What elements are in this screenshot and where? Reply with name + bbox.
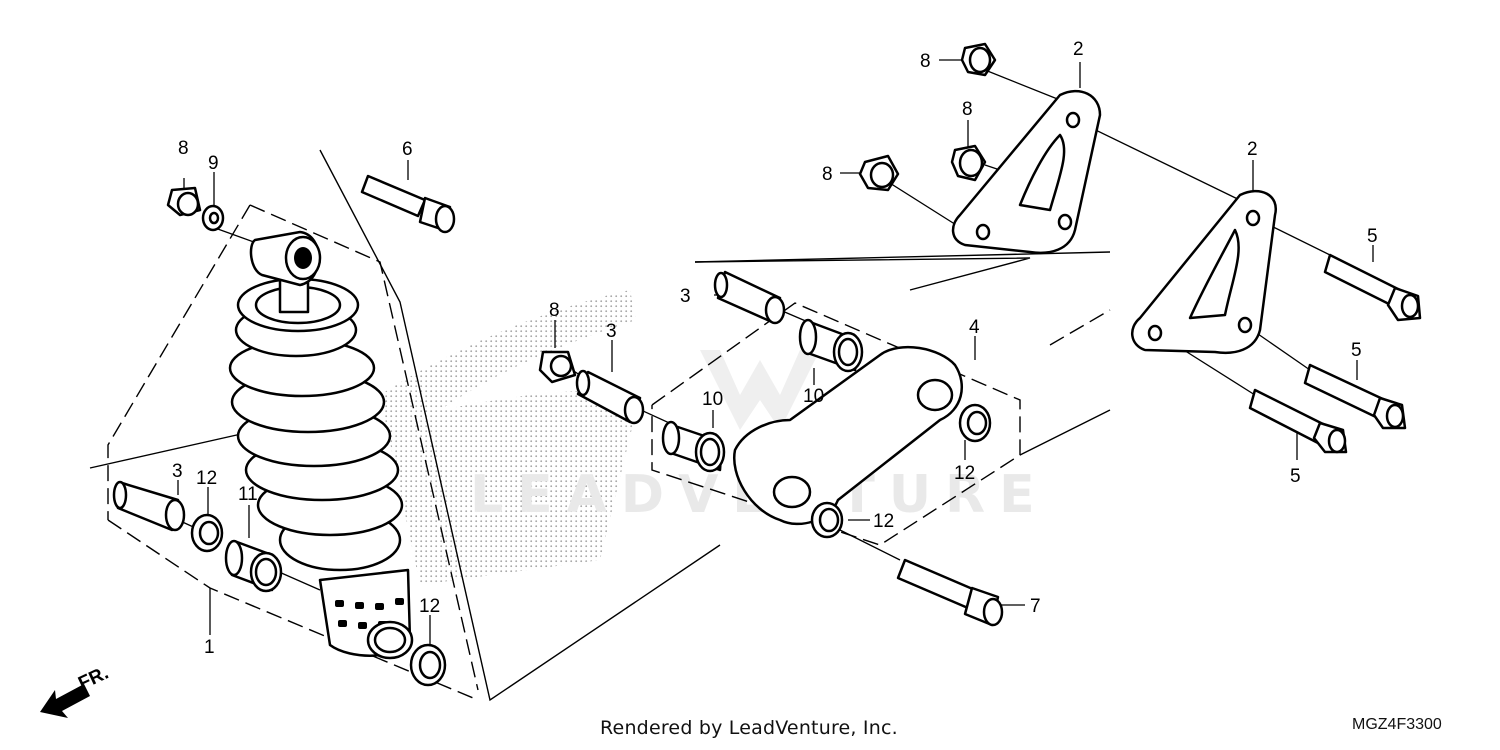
nut-8-center	[950, 144, 987, 182]
callout-3-upper: 3	[680, 286, 691, 307]
bearing-10-upper	[798, 318, 864, 373]
bolt-7	[896, 558, 1004, 627]
callout-3-left: 3	[172, 461, 183, 482]
seal-12-arm	[958, 403, 992, 443]
callout-2-rear: 2	[1073, 39, 1084, 60]
callout-5-middle: 5	[1351, 340, 1362, 361]
callout-4: 4	[969, 317, 980, 338]
washer-9	[201, 204, 225, 232]
plate-2-rear	[951, 89, 1102, 254]
callout-8-upper-left: 8	[822, 164, 833, 185]
watermark-wing	[380, 290, 640, 585]
shock-absorber	[228, 230, 414, 660]
callout-8-center: 8	[962, 99, 973, 120]
bearing-10-lower	[661, 420, 726, 473]
collar-3-upper	[713, 270, 786, 325]
callout-8-top: 8	[920, 51, 931, 72]
nut-8-middle	[538, 350, 577, 384]
render-credit: Rendered by LeadVenture, Inc.	[600, 717, 898, 739]
callout-12-left: 12	[196, 468, 217, 489]
seal-12-arm-lower	[810, 501, 844, 539]
collar-3-middle	[575, 369, 645, 425]
nut-8-top	[960, 42, 997, 77]
bolt-5-top	[1323, 253, 1422, 322]
callout-11: 11	[238, 484, 258, 505]
callout-8-left: 8	[178, 138, 189, 159]
bolt-5-middle	[1303, 363, 1407, 430]
callout-5-bottom: 5	[1290, 466, 1301, 487]
group-outlines	[89, 149, 1111, 702]
diagram-code: MGZ4F3300	[1352, 716, 1442, 733]
callout-12-arm: 12	[954, 463, 975, 484]
callout-9: 9	[208, 153, 219, 174]
seal-12-left	[190, 513, 224, 553]
nut-8-left	[166, 186, 202, 217]
callout-5-top: 5	[1367, 226, 1378, 247]
callout-12-arm-lower: 12	[873, 511, 894, 532]
front-direction-arrow: FR.	[40, 663, 112, 718]
callout-6: 6	[402, 139, 413, 160]
callout-1: 1	[204, 637, 215, 658]
bolt-6	[360, 174, 456, 234]
callout-2-front: 2	[1247, 139, 1258, 160]
link-arm-4	[732, 345, 964, 526]
callout-8-middle: 8	[549, 300, 560, 321]
collar-3-left	[112, 480, 186, 532]
plate-2-front	[1131, 189, 1278, 354]
callout-12-bottom: 12	[419, 596, 440, 617]
seal-12-bottom	[409, 643, 447, 687]
callout-7: 7	[1030, 596, 1041, 617]
callout-10-lower: 10	[702, 389, 723, 410]
callout-3-middle: 3	[606, 321, 617, 342]
nut-8-left-upper	[858, 154, 900, 192]
watermark: LEADVENTURE	[380, 290, 1035, 585]
bolt-5-bottom	[1248, 388, 1348, 454]
bearing-11	[224, 539, 283, 593]
callout-10-upper: 10	[803, 386, 824, 407]
callout-labels: 1 2 2 3 3 3 4 5 5 5 6 7 8 8 8 8 8 9 10 1…	[172, 39, 1378, 658]
leader-lines	[177, 59, 1374, 645]
watermark-logo	[700, 350, 820, 430]
